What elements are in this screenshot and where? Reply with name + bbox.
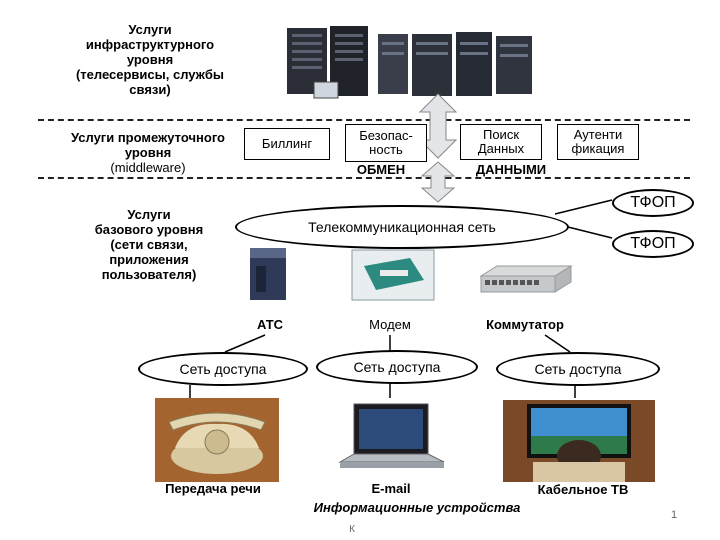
tier-line: (сети связи, <box>110 237 188 252</box>
middleware-tier-label: Услуги промежуточного уровня (middleware… <box>48 130 248 175</box>
speech-transmission-label: Передача речи <box>165 481 261 496</box>
separator-dashed-middle <box>38 177 690 179</box>
double-arrow-icon-2 <box>420 161 456 203</box>
search-label-line1: Поиск <box>482 127 520 142</box>
billing-label: Биллинг <box>261 136 313 151</box>
auth-label-line1: Аутенти <box>573 127 623 142</box>
ats-device-image <box>250 248 286 300</box>
tfop-label: ТФОП <box>630 235 676 252</box>
access-network-label: Сеть доступа <box>179 361 267 377</box>
tier-line: (middleware) <box>110 160 186 175</box>
phone-image <box>155 398 279 482</box>
access-network-ellipse-3: Сеть доступа <box>496 352 660 386</box>
exchange-label-left: ОБМЕН <box>356 162 406 177</box>
tier-line: приложения <box>109 252 189 267</box>
tier-line: (телесервисы, службы <box>75 67 225 82</box>
footnote-marker: К <box>349 524 355 535</box>
tier-line: Услуги <box>127 207 171 222</box>
telecom-network-label: Телекоммуникационная сеть <box>308 219 496 235</box>
search-label-line2: Данных <box>477 141 525 156</box>
double-arrow-icon <box>418 93 458 159</box>
email-label: E-mail <box>371 481 411 496</box>
cable-tv-label: Кабельное ТВ <box>537 482 629 497</box>
tfop-ellipse-bottom: ТФОП <box>612 230 694 258</box>
tfop-label: ТФОП <box>630 194 676 211</box>
tier-line: уровня <box>124 145 172 160</box>
auth-label-line2: фикация <box>571 141 625 156</box>
infrastructure-tier-label: Услуги инфраструктурного уровня (телесер… <box>60 22 240 97</box>
tfop-connector-top <box>554 199 613 215</box>
tier-line: уровня <box>126 52 174 67</box>
exchange-label-right: ДАННЫМИ <box>475 162 547 177</box>
tier-line: базового уровня <box>94 222 204 237</box>
switch-label: Коммутатор <box>486 317 564 332</box>
tv-image <box>503 400 655 482</box>
information-devices-caption: Информационные устройства <box>313 500 521 515</box>
modem-label: Модем <box>369 317 411 332</box>
billing-box: Биллинг <box>244 128 330 160</box>
servers-image <box>287 26 532 99</box>
tier-line: Услуги <box>128 22 172 37</box>
security-label-line1: Безопас- <box>359 128 413 143</box>
authentication-box: Аутенти фикация <box>557 124 639 160</box>
ats-connector <box>224 334 266 353</box>
tier-line: связи) <box>129 82 171 97</box>
base-tier-label: Услуги базового уровня (сети связи, прил… <box>74 207 224 282</box>
modem-device-image <box>351 249 435 301</box>
access-network-label: Сеть доступа <box>534 361 622 377</box>
data-search-box: Поиск Данных <box>460 124 542 160</box>
security-label-line2: ность <box>369 142 403 157</box>
access-network-ellipse-1: Сеть доступа <box>138 352 308 386</box>
security-box: Безопас- ность <box>345 124 427 162</box>
access-network-ellipse-2: Сеть доступа <box>316 350 478 384</box>
access-network-label: Сеть доступа <box>353 359 441 375</box>
laptop-image <box>338 403 445 468</box>
page-number: 1 <box>670 509 678 521</box>
switch-device-image <box>479 265 573 293</box>
tier-line: инфраструктурного <box>85 37 215 52</box>
tier-line: Услуги промежуточного <box>70 130 225 145</box>
switch-connector <box>544 334 571 353</box>
ats-label: АТС <box>256 317 284 332</box>
tier-line: пользователя) <box>101 267 197 282</box>
separator-dashed-top <box>38 119 690 121</box>
telecom-network-ellipse: Телекоммуникационная сеть <box>235 205 569 249</box>
tfop-ellipse-top: ТФОП <box>612 189 694 217</box>
